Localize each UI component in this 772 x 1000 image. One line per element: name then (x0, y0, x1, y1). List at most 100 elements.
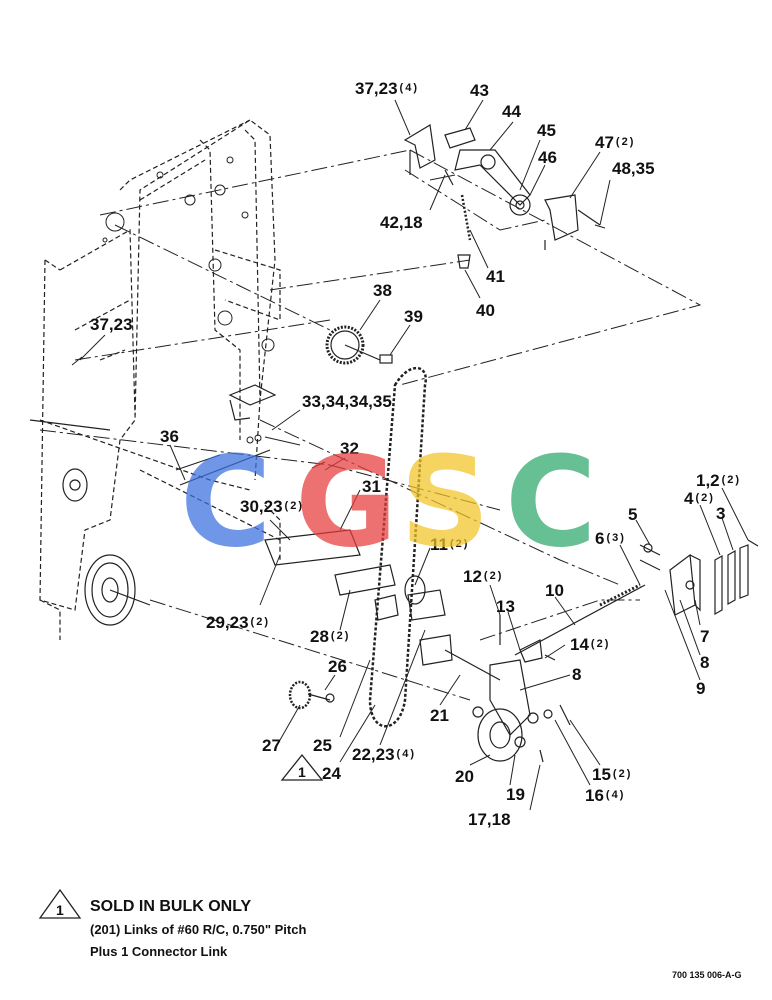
callout-number: 8 (572, 665, 582, 684)
callout-number: 25 (313, 736, 332, 755)
callout-25: 25 (313, 737, 332, 755)
callout-quantity: (4) (396, 748, 416, 760)
idler-mount (179, 384, 501, 681)
callout-29-23: 29,23(2) (206, 614, 270, 634)
callout-number: 29,23 (206, 613, 249, 632)
callout-26: 26 (328, 658, 347, 676)
callout-number: 37,23 (90, 315, 133, 334)
callout-37-23: 37,23(4) (355, 80, 419, 100)
callout-number: 20 (455, 767, 474, 786)
callout-quantity: (2) (483, 570, 504, 582)
callout-number: 6 (595, 529, 605, 548)
callout-number: 26 (328, 657, 347, 676)
leader-lines (79, 99, 749, 811)
callout-27: 27 (262, 737, 281, 755)
callout-number: 27 (262, 736, 281, 755)
note-title: SOLD IN BULK ONLY (90, 898, 252, 915)
sprocket-27 (288, 680, 335, 710)
callout-number: 13 (496, 597, 515, 616)
callout-number: 3 (716, 504, 726, 523)
callout-number: 21 (430, 706, 449, 725)
callout-quantity: (2) (284, 500, 304, 512)
frame-holes (102, 156, 275, 352)
callout-22-23: 22,23(4) (352, 746, 416, 766)
bulk-marker-number: 1 (298, 764, 306, 780)
callout-number: 30,23 (240, 497, 283, 516)
callout-number: 33,34,34,35 (302, 392, 392, 411)
callout-number: 31 (362, 477, 381, 496)
callout-7: 7 (700, 628, 709, 646)
callout-4: 4(2) (684, 490, 715, 510)
callout-number: 42,18 (380, 213, 423, 232)
callout-44: 44 (502, 103, 521, 121)
callout-number: 16 (585, 786, 604, 805)
callout-number: 22,23 (352, 745, 395, 764)
callout-6: 6(3) (595, 530, 626, 550)
callout-quantity: (4) (399, 82, 419, 94)
callout-42-18: 42,18 (380, 214, 423, 232)
sprocket-38 (325, 325, 393, 365)
callout-36: 36 (160, 428, 179, 446)
callout-number: 4 (684, 489, 694, 508)
callout-number: 9 (696, 679, 706, 698)
callout-number: 43 (470, 81, 489, 100)
note-triangle (38, 888, 82, 919)
callout-number: 1,2 (696, 471, 720, 490)
callout-21: 21 (430, 707, 449, 725)
callout-28: 28(2) (310, 628, 350, 648)
callout-46: 46 (538, 149, 557, 167)
callout-quantity: (2) (590, 638, 611, 650)
callout-quantity: (2) (449, 538, 470, 550)
callout-quantity: (3) (606, 532, 626, 544)
callout-24: 24 (322, 765, 341, 783)
callout-number: 10 (545, 581, 564, 600)
callout-number: 28 (310, 627, 329, 646)
drive-pulley (29, 419, 151, 626)
callout-19: 19 (506, 786, 525, 804)
callout-5: 5 (628, 506, 637, 524)
callout-number: 12 (463, 567, 482, 586)
callout-31: 31 (362, 478, 381, 496)
callout-number: 39 (404, 307, 423, 326)
tensioner-assembly (403, 124, 601, 269)
callout-number: 47 (595, 133, 614, 152)
callout-15: 15(2) (592, 766, 632, 786)
callout-number: 14 (570, 635, 589, 654)
baler-frame (39, 119, 281, 640)
callout-11: 11(2) (430, 536, 469, 556)
callout-quantity: (2) (612, 768, 633, 780)
callout-17-18: 17,18 (468, 811, 511, 829)
callout-quantity: (2) (615, 136, 636, 148)
callout-37-23: 37,23 (90, 316, 133, 334)
callout-number: 8 (700, 653, 710, 672)
callout-number: 11 (430, 535, 448, 554)
note-line-1: (201) Links of #60 R/C, 0.750" Pitch (90, 922, 307, 937)
note-triangle-number: 1 (56, 902, 64, 918)
callout-quantity: (2) (330, 630, 351, 642)
callout-45: 45 (537, 122, 556, 140)
callout-12: 12(2) (463, 568, 503, 588)
callout-43: 43 (470, 82, 489, 100)
callout-number: 19 (506, 785, 525, 804)
callout-quantity: (2) (250, 616, 270, 628)
idler-arm (472, 659, 571, 763)
callout-39: 39 (404, 308, 423, 326)
callout-number: 45 (537, 121, 556, 140)
callout-number: 24 (322, 764, 341, 783)
callout-16: 16(4) (585, 787, 625, 807)
right-bracket (639, 539, 759, 616)
hardware (71, 174, 661, 571)
callout-41: 41 (486, 268, 505, 286)
callout-30-23: 30,23(2) (240, 498, 304, 518)
callout-48-35: 48,35 (612, 160, 655, 178)
callout-quantity: (2) (695, 492, 715, 504)
callout-1-2: 1,2(2) (696, 472, 741, 492)
callout-33-34-34-35: 33,34,34,35 (302, 393, 392, 411)
callout-number: 44 (502, 102, 521, 121)
callout-9: 9 (696, 680, 705, 698)
callout-number: 46 (538, 148, 557, 167)
centerlines (39, 149, 702, 701)
callout-14: 14(2) (570, 636, 610, 656)
callout-number: 7 (700, 627, 710, 646)
